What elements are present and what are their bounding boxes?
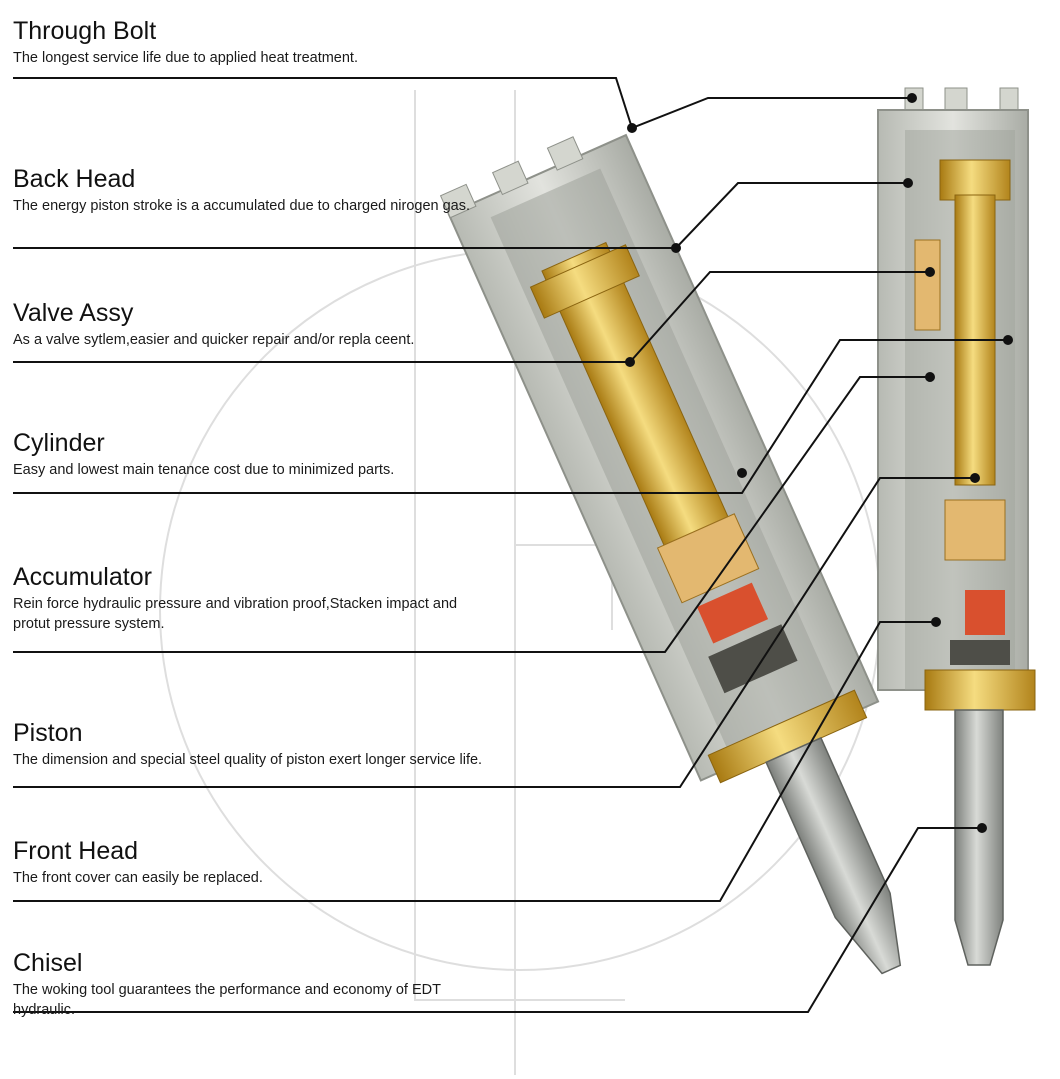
part-title: Front Head bbox=[13, 837, 139, 865]
part-description: The front cover can easily be replaced. bbox=[13, 870, 263, 886]
part-title: Cylinder bbox=[13, 429, 105, 457]
part-description: Easy and lowest main tenance cost due to… bbox=[13, 462, 395, 478]
leader-dots bbox=[625, 93, 1013, 833]
part-accumulator: Accumulator Rein force hydraulic pressur… bbox=[13, 562, 653, 634]
leader-piston bbox=[13, 477, 975, 788]
leader-front-head bbox=[13, 621, 936, 902]
part-title: Valve Assy bbox=[13, 299, 134, 327]
part-title: Through Bolt bbox=[13, 17, 157, 45]
part-chisel: Chisel The woking tool guarantees the pe… bbox=[13, 948, 653, 1020]
part-through-bolt: Through Bolt The longest service life du… bbox=[13, 16, 653, 68]
part-title: Accumulator bbox=[13, 563, 152, 591]
part-back-head: Back Head The energy piston stroke is a … bbox=[13, 164, 653, 216]
part-valve-assy: Valve Assy As a valve sytlem,easier and … bbox=[13, 298, 653, 350]
part-description: The dimension and special steel quality … bbox=[13, 752, 483, 768]
part-front-head: Front Head The front cover can easily be… bbox=[13, 836, 653, 888]
leader-cylinder bbox=[13, 339, 1008, 494]
leader-valve-assy bbox=[13, 271, 930, 363]
part-title: Back Head bbox=[13, 165, 136, 193]
part-description: The longest service life due to applied … bbox=[13, 50, 358, 66]
leader-lines bbox=[13, 77, 1008, 1013]
part-description: Rein force hydraulic pressure and vibrat… bbox=[13, 596, 458, 632]
part-description: The energy piston stroke is a accumulate… bbox=[13, 198, 471, 214]
part-description: As a valve sytlem,easier and quicker rep… bbox=[13, 332, 415, 348]
leader-back-head bbox=[13, 182, 908, 249]
part-piston: Piston The dimension and special steel q… bbox=[13, 718, 653, 770]
part-title: Chisel bbox=[13, 949, 83, 977]
part-description: The woking tool guarantees the performan… bbox=[13, 982, 441, 1018]
part-cylinder: Cylinder Easy and lowest main tenance co… bbox=[13, 428, 653, 480]
leader-through-bolt-2 bbox=[631, 97, 912, 129]
part-title: Piston bbox=[13, 719, 83, 747]
breaker-vertical bbox=[877, 87, 1036, 966]
leader-accumulator bbox=[13, 376, 930, 653]
leader-through-bolt bbox=[13, 77, 633, 129]
leader-chisel bbox=[13, 827, 982, 1013]
